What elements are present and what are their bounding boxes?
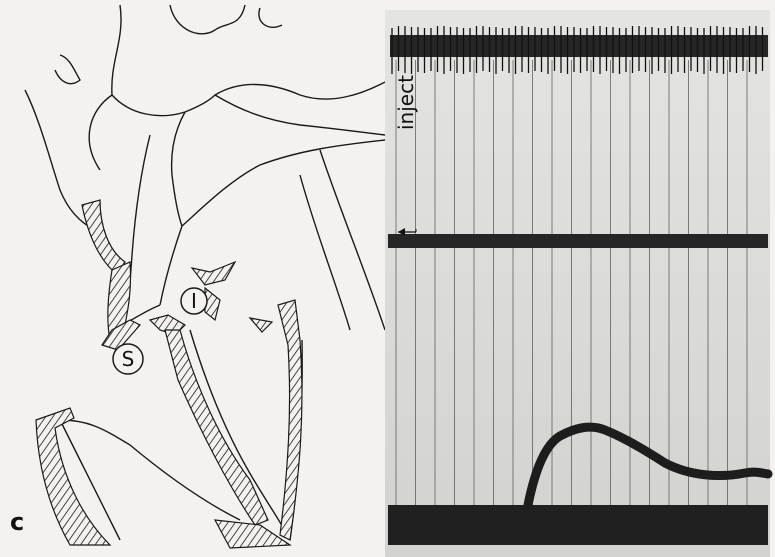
middle-trace (388, 234, 768, 248)
inferior-label: I (180, 287, 208, 315)
hatched-walls (36, 200, 302, 548)
curve-baseline-shade (528, 505, 760, 545)
inject-label: inject (394, 30, 418, 130)
superior-label: S (114, 345, 142, 373)
panel-letter: c (10, 508, 24, 536)
